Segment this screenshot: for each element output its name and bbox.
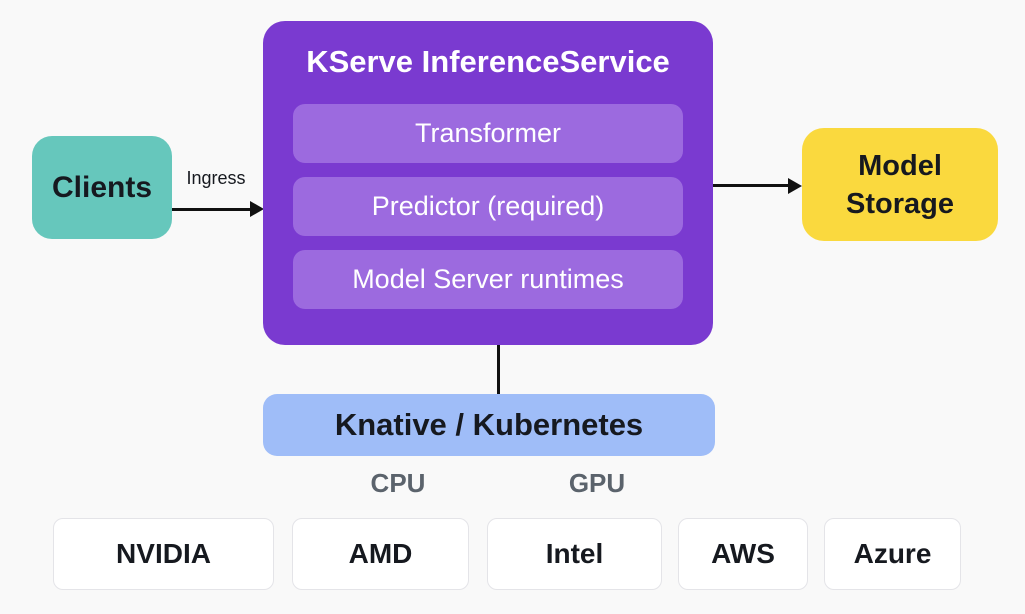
storage-arrow-line	[713, 184, 791, 187]
storage-arrow-head	[788, 178, 802, 194]
kserve-component-model-server-runtimes: Model Server runtimes	[293, 250, 683, 309]
predictor-label: Predictor (required)	[371, 191, 605, 221]
kserve-title: KServe InferenceService	[306, 44, 670, 79]
vendor-box-nvidia: NVIDIA	[53, 518, 274, 590]
model-storage-box: Model Storage	[802, 128, 998, 241]
vendor-box-intel: Intel	[487, 518, 662, 590]
aws-label: AWS	[711, 538, 775, 569]
vendor-box-amd: AMD	[292, 518, 469, 590]
kserve-component-transformer: Transformer	[293, 104, 683, 163]
clients-box: Clients	[32, 136, 172, 239]
model-server-runtimes-label: Model Server runtimes	[352, 264, 624, 294]
kserve-component-predictor: Predictor (required)	[293, 177, 683, 236]
azure-label: Azure	[853, 538, 932, 569]
gpu-label: GPU	[568, 468, 626, 498]
intel-label: Intel	[545, 538, 604, 569]
kserve-inferenceservice-box: KServe InferenceService Transformer Pred…	[263, 21, 713, 345]
vendor-box-azure: Azure	[824, 518, 961, 590]
model-storage-label: Model Storage	[846, 149, 954, 220]
cpu-label: CPU	[370, 468, 426, 498]
clients-label: Clients	[51, 170, 153, 204]
platform-box: Knative / Kubernetes	[263, 394, 715, 456]
transformer-label: Transformer	[414, 118, 562, 148]
ingress-label: Ingress	[186, 168, 246, 188]
nvidia-label: NVIDIA	[116, 538, 211, 569]
amd-label: AMD	[348, 538, 413, 569]
vendor-box-aws: AWS	[678, 518, 808, 590]
platform-connector-line	[497, 345, 500, 395]
ingress-arrow-line	[172, 208, 253, 211]
platform-label: Knative / Kubernetes	[334, 407, 644, 442]
ingress-arrow-head	[250, 201, 264, 217]
